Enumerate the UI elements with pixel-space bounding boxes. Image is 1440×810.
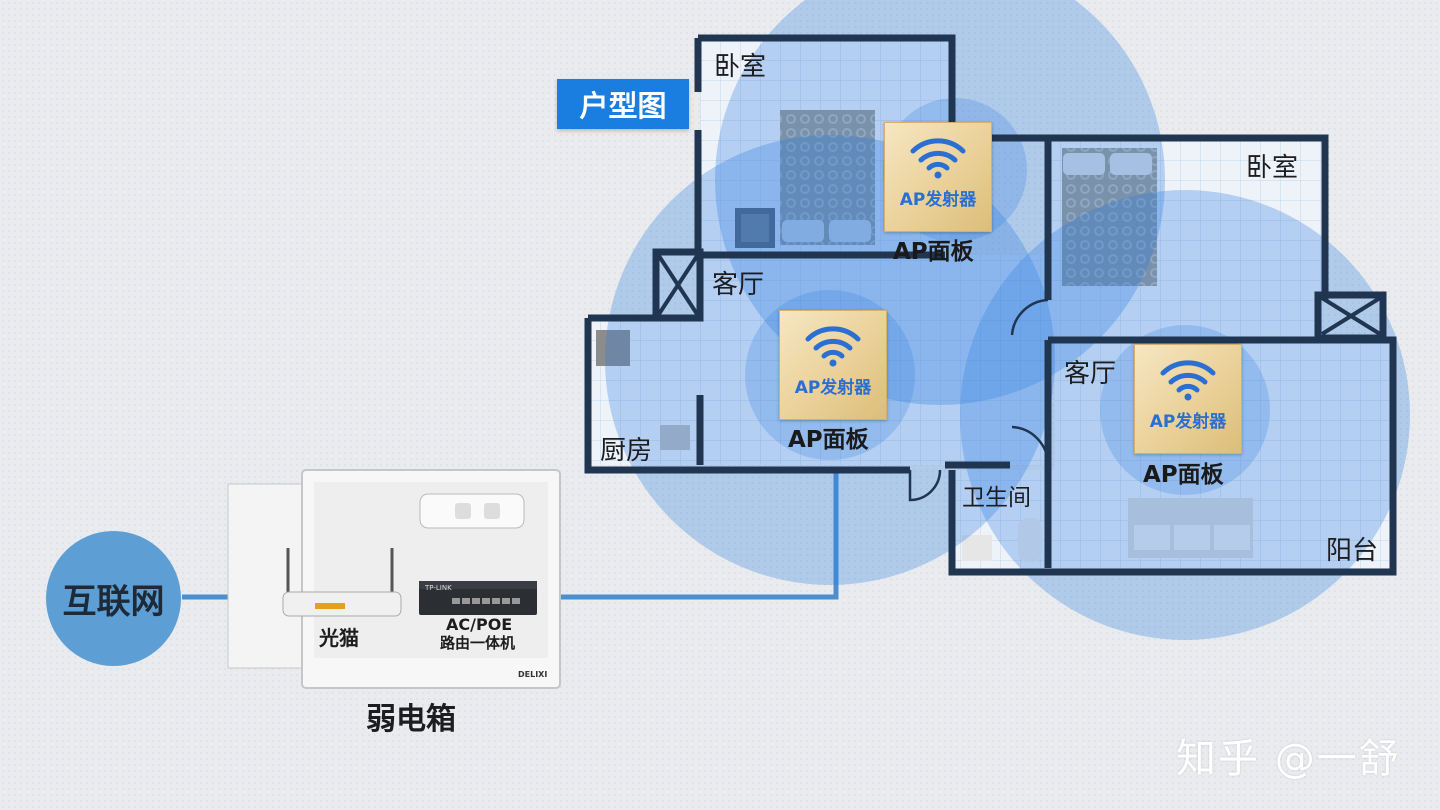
cabinet-brand: DELIXI bbox=[518, 670, 548, 679]
room-label-bathroom: 卫生间 bbox=[962, 485, 1031, 511]
floorplan-tag: 户型图 bbox=[557, 79, 689, 129]
window-marks bbox=[657, 254, 1382, 336]
ap-panel-label-3: AP面板 bbox=[1143, 462, 1224, 488]
network-cable bbox=[560, 470, 839, 600]
router-brand: TP-LINK bbox=[425, 584, 452, 592]
room-label-bedroom-1: 卧室 bbox=[714, 52, 767, 82]
ap-panel-label-1: AP面板 bbox=[893, 239, 974, 265]
floor-plan bbox=[590, 40, 1393, 570]
poe-router bbox=[419, 581, 537, 615]
modem-label: 光猫 bbox=[319, 626, 359, 650]
toilet bbox=[1018, 518, 1042, 562]
stove bbox=[596, 330, 630, 366]
optical-modem bbox=[282, 548, 402, 617]
ap-panel-label-2: AP面板 bbox=[788, 427, 869, 453]
doors bbox=[908, 298, 1050, 502]
ap-transmitter-2: AP发射器 bbox=[779, 310, 887, 420]
wifi-icon bbox=[910, 138, 966, 179]
wifi-icon bbox=[805, 326, 861, 367]
room-label-kitchen: 厨房 bbox=[600, 436, 653, 466]
wifi-icon bbox=[1160, 360, 1216, 401]
room-label-living-room-2: 客厅 bbox=[1064, 359, 1117, 389]
ap-transmitter-3: AP发射器 bbox=[1134, 344, 1242, 454]
sink bbox=[660, 425, 690, 450]
room-label-balcony: 阳台 bbox=[1326, 536, 1379, 566]
internet-node: 互联网 bbox=[46, 531, 181, 666]
router-label-line2: 路由一体机 bbox=[440, 634, 516, 652]
router-label-line1: AC/POE bbox=[446, 615, 513, 634]
basin bbox=[962, 535, 992, 561]
power-strip bbox=[419, 493, 525, 529]
ap-transmitter-label: AP发射器 bbox=[899, 190, 977, 210]
ap-transmitter-label: AP发射器 bbox=[1149, 412, 1227, 432]
watermark: 知乎 @一舒 bbox=[1176, 736, 1401, 782]
ap-transmitter-label: AP发射器 bbox=[794, 378, 872, 398]
room-label-living-room-1: 客厅 bbox=[712, 270, 765, 300]
weak-current-box bbox=[227, 469, 561, 689]
ap-transmitter-1: AP发射器 bbox=[884, 122, 992, 232]
room-label-bedroom-2: 卧室 bbox=[1246, 153, 1299, 183]
cabinet-title: 弱电箱 bbox=[366, 702, 456, 737]
